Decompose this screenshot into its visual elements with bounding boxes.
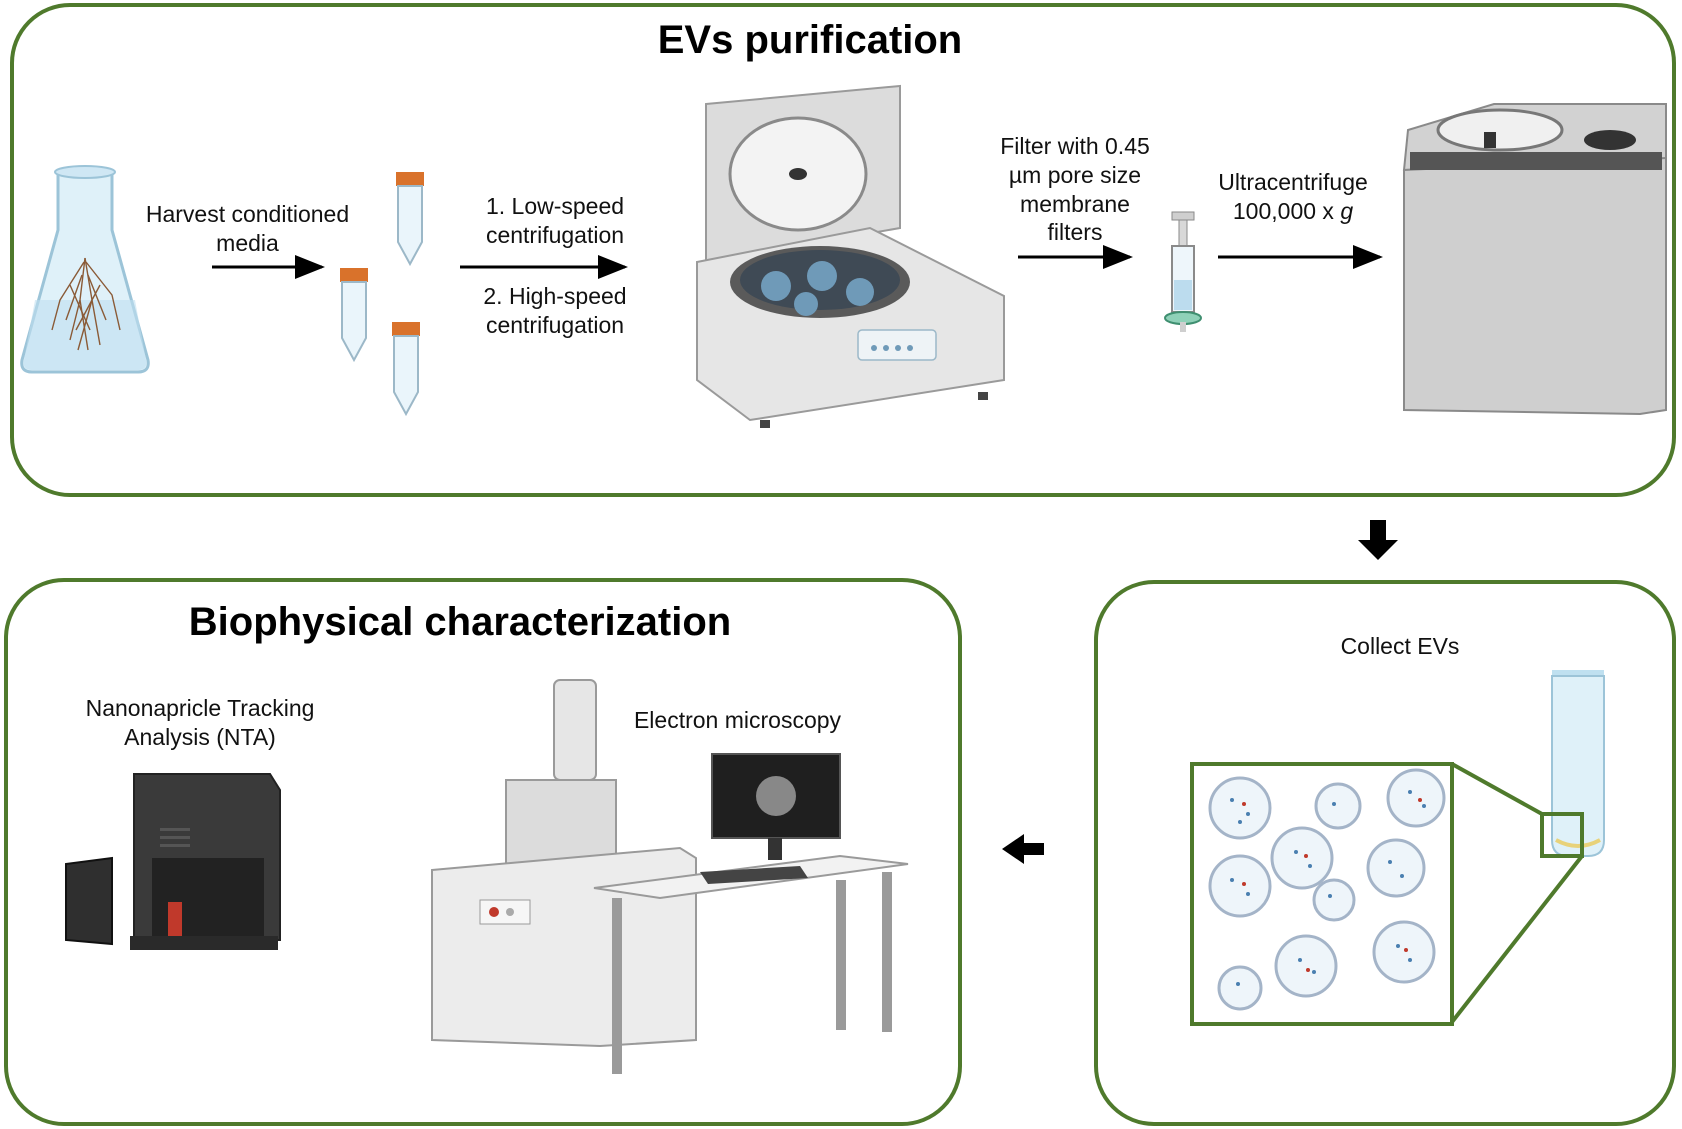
high-speed-label: 2. High-speed centrifugation	[483, 283, 627, 338]
ultracentrifuge-icon	[1402, 103, 1667, 416]
falcon-tubes-icon	[340, 172, 424, 417]
filter-label: Filter with 0.45 µm pore size membrane f…	[1000, 133, 1150, 246]
ev-cargo-red	[1242, 798, 1422, 972]
centrifuge-icon	[696, 84, 1005, 428]
characterization-title: Biophysical characterization	[188, 600, 732, 644]
purification-title: EVs purification	[657, 18, 963, 62]
low-speed-label: 1. Low-speed centrifugation	[485, 193, 625, 248]
ev-cargo-dots	[1230, 790, 1426, 986]
desk-with-monitor-icon	[593, 753, 909, 1074]
electron-microscopy-label: Electron microscopy	[633, 707, 842, 733]
harvest-label: Harvest conditioned media	[145, 201, 350, 256]
ev-tube-icon	[1540, 670, 1605, 858]
collect-evs-label: Collect EVs	[1340, 633, 1460, 659]
nta-label: Nanonapricle Tracking Analysis (NTA)	[85, 695, 315, 750]
syringe-filter-icon	[1164, 211, 1202, 332]
zoom-lines	[1450, 762, 1584, 1024]
nta-instrument-icon	[65, 773, 281, 950]
ev-vesicles	[1208, 768, 1446, 1011]
ultracentrifuge-label: Ultracentrifuge 100,000 x g	[1218, 169, 1368, 224]
flask-with-roots-icon	[20, 165, 150, 374]
electron-microscope-icon	[431, 679, 697, 1048]
down-arrow-icon	[1358, 520, 1398, 560]
left-arrow-icon	[1002, 834, 1044, 864]
flow-arrows	[212, 245, 1383, 279]
